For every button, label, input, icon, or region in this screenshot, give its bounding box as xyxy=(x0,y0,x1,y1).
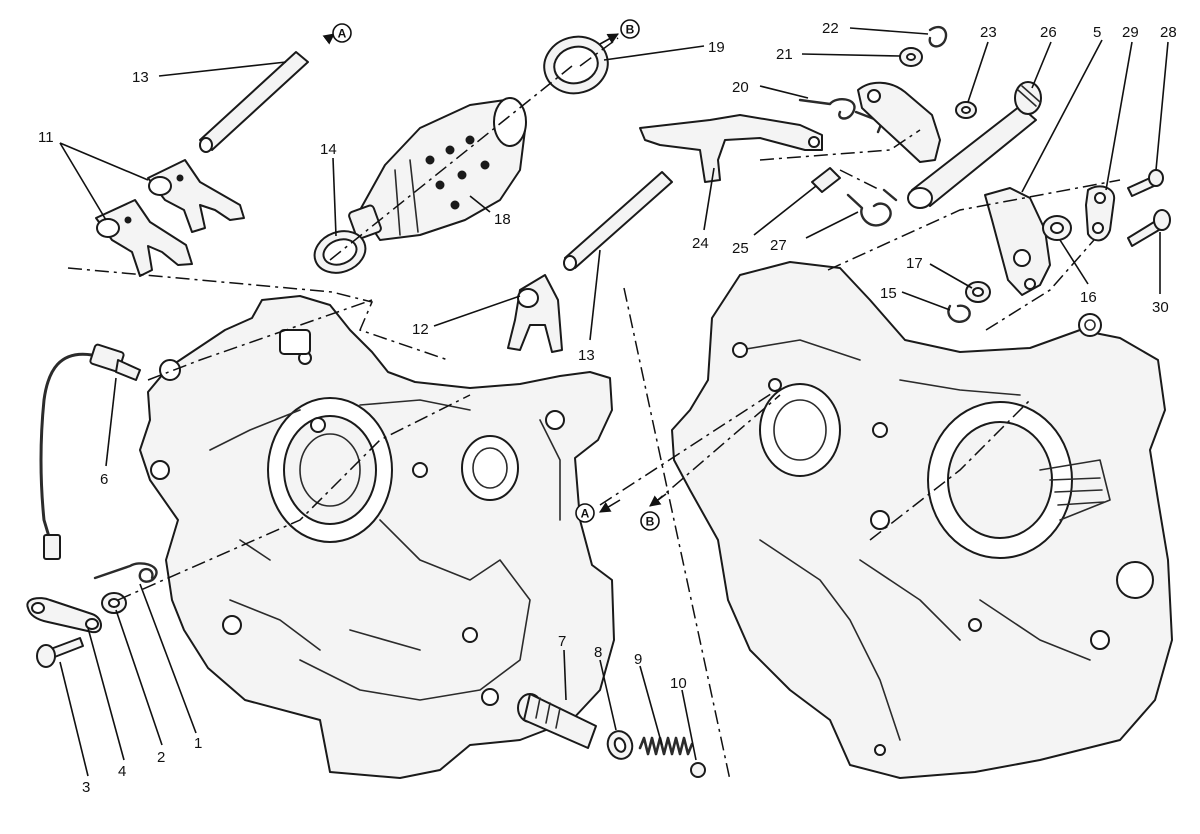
callout-2: 2 xyxy=(157,749,165,766)
washer-2 xyxy=(101,592,127,614)
reference-markers: A B A B xyxy=(332,19,660,531)
washer-16 xyxy=(1042,215,1072,241)
callout-4: 4 xyxy=(118,763,126,780)
callout-9: 9 xyxy=(634,651,642,668)
callout-19: 19 xyxy=(708,39,725,56)
ref-a-mid: A xyxy=(575,503,595,523)
circlip-22 xyxy=(928,25,948,48)
callout-12: 12 xyxy=(412,321,429,338)
fork-rod-lower xyxy=(563,171,673,271)
washer-21 xyxy=(899,47,923,67)
plug-7 xyxy=(517,693,597,749)
callout-23: 23 xyxy=(980,24,997,41)
callout-5: 5 xyxy=(1093,24,1101,41)
screw-28 xyxy=(1127,169,1164,197)
callout-29: 29 xyxy=(1122,24,1139,41)
callout-16: 16 xyxy=(1080,289,1097,306)
callout-10: 10 xyxy=(670,675,687,692)
svg-text:A: A xyxy=(581,507,590,521)
bushing-23 xyxy=(955,101,977,119)
ref-b-top: B xyxy=(620,19,640,39)
bolt-3 xyxy=(36,637,84,668)
stopper-plate-5 xyxy=(984,187,1051,296)
circlip-15 xyxy=(947,304,971,323)
svg-text:A: A xyxy=(338,27,347,41)
plate-4 xyxy=(26,597,102,634)
left-crankcase-half xyxy=(139,295,615,779)
callout-6: 6 xyxy=(100,471,108,488)
callout-25: 25 xyxy=(732,240,749,257)
neutral-sensor xyxy=(39,343,141,560)
return-spring-1 xyxy=(93,562,158,583)
fork-rod-upper xyxy=(199,51,309,153)
shift-fork-middle xyxy=(507,274,563,353)
spring-9 xyxy=(638,736,694,756)
ref-b-mid: B xyxy=(640,511,660,531)
callout-18: 18 xyxy=(494,211,511,228)
ball-10 xyxy=(690,762,706,778)
callout-8: 8 xyxy=(594,644,602,661)
selector-plate xyxy=(857,81,941,163)
spring-27 xyxy=(846,188,898,227)
callout-17: 17 xyxy=(906,255,923,272)
callout-1: 1 xyxy=(194,735,202,752)
callout-3: 3 xyxy=(82,779,90,796)
callout-15: 15 xyxy=(880,285,897,302)
right-crankcase-half xyxy=(671,261,1173,779)
shift-shaft-26 xyxy=(907,81,1042,209)
washer-17 xyxy=(965,281,991,303)
callout-7: 7 xyxy=(558,633,566,650)
screw-30 xyxy=(1127,209,1171,247)
bracket-29 xyxy=(1085,185,1116,242)
callout-21: 21 xyxy=(776,46,793,63)
shift-fork-lower xyxy=(95,199,193,277)
svg-text:B: B xyxy=(626,23,635,37)
callout-11: 11 xyxy=(38,129,54,146)
shift-fork-upper xyxy=(147,159,245,233)
ref-a-top: A xyxy=(332,23,352,43)
callout-27: 27 xyxy=(770,237,787,254)
callout-20: 20 xyxy=(732,79,749,96)
callout-24: 24 xyxy=(692,235,709,252)
svg-text:B: B xyxy=(646,515,655,529)
shift-lever-24 xyxy=(639,114,823,183)
callout-26: 26 xyxy=(1040,24,1057,41)
pin-25 xyxy=(811,167,841,193)
callout-30: 30 xyxy=(1152,299,1169,316)
bearing-ring-19 xyxy=(543,35,609,95)
leader-lines xyxy=(59,27,1169,777)
callout-13-lower: 13 xyxy=(578,347,595,364)
callout-22: 22 xyxy=(822,20,839,37)
callout-labels: 1 2 3 4 5 6 7 8 9 10 11 12 13 13 14 15 1… xyxy=(38,20,1177,796)
callout-14: 14 xyxy=(320,141,337,158)
callout-13-upper: 13 xyxy=(132,69,149,86)
callout-28: 28 xyxy=(1160,24,1177,41)
washer-8 xyxy=(606,730,634,760)
